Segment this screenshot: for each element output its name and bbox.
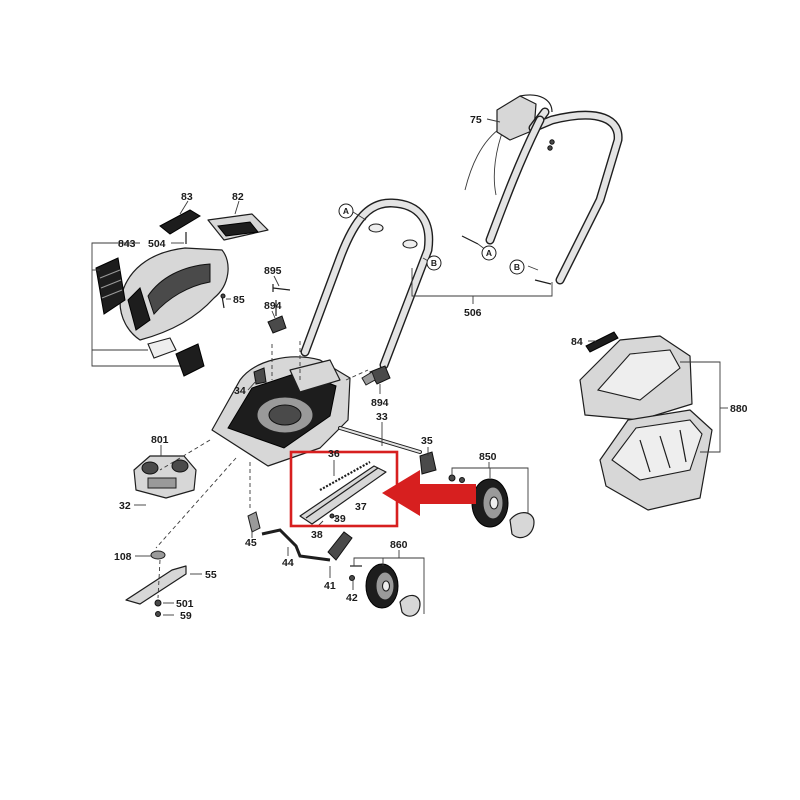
leader-lines — [91, 118, 728, 616]
part-label-44: 44 — [282, 557, 294, 569]
part-label-35: 35 — [421, 435, 433, 447]
part-label-860: 860 — [390, 539, 408, 551]
part-label-45: 45 — [245, 537, 257, 549]
part-label-504: 504 — [148, 238, 166, 250]
part-label-895: 895 — [264, 265, 282, 277]
grass-box-assembly — [579, 331, 713, 511]
part-label-42: 42 — [346, 592, 358, 604]
highlight-arrow-icon — [382, 470, 476, 516]
part-label-85: 85 — [233, 294, 245, 306]
part-label-39: 39 — [334, 513, 346, 525]
motor-801 — [133, 455, 197, 499]
part-label-880: 880 — [730, 403, 748, 415]
part-label-34: 34 — [234, 385, 246, 397]
part-label-108: 108 — [114, 551, 132, 563]
blade-assembly — [125, 550, 187, 617]
ref-marker-b2 — [509, 259, 525, 275]
ref-label-b2: B — [514, 262, 520, 272]
ref-marker-a2 — [481, 245, 497, 261]
highlight-group — [289, 450, 476, 528]
ref-marker-b1 — [426, 255, 442, 271]
ref-label-a2: A — [486, 248, 492, 258]
part-label-506: 506 — [464, 307, 482, 319]
part-label-41: 41 — [324, 580, 336, 592]
part-label-501: 501 — [176, 598, 194, 610]
upper-handle-assembly — [461, 94, 623, 285]
ref-label-b1: B — [431, 258, 437, 268]
part-label-75: 75 — [470, 114, 482, 126]
part-label-801: 801 — [151, 434, 169, 446]
part-label-84: 84 — [571, 336, 583, 348]
part-label-32: 32 — [119, 500, 131, 512]
blade — [125, 565, 187, 605]
motor-cover-assembly — [95, 209, 269, 377]
part-label-82: 82 — [232, 191, 244, 203]
part-label-59: 59 — [180, 610, 192, 622]
part-label-33: 33 — [376, 411, 388, 423]
part-label-37: 37 — [355, 501, 367, 513]
part-label-83: 83 — [181, 191, 193, 203]
rear-wheel-860 — [349, 563, 421, 617]
assembly-guides — [155, 340, 369, 599]
reference-markers: A B A B — [338, 203, 525, 275]
ref-marker-a1 — [338, 203, 354, 219]
part-label-850: 850 — [479, 451, 497, 463]
part-label-55: 55 — [205, 569, 217, 581]
ref-label-a1: A — [343, 206, 349, 216]
front-wheel-850 — [448, 474, 535, 539]
part-label-38: 38 — [311, 529, 323, 541]
axle-parts — [247, 426, 437, 567]
part-label-894-lower: 894 — [371, 397, 389, 409]
deck-housing — [211, 356, 351, 467]
part-label-843: 843 — [118, 238, 136, 250]
lower-handle-assembly — [267, 198, 434, 386]
height-lever — [299, 465, 387, 525]
part-label-894-upper: 894 — [264, 300, 282, 312]
part-label-36: 36 — [328, 448, 340, 460]
part-number-labels: 75 83 82 843 504 895 85 894 506 84 880 3… — [114, 114, 748, 622]
